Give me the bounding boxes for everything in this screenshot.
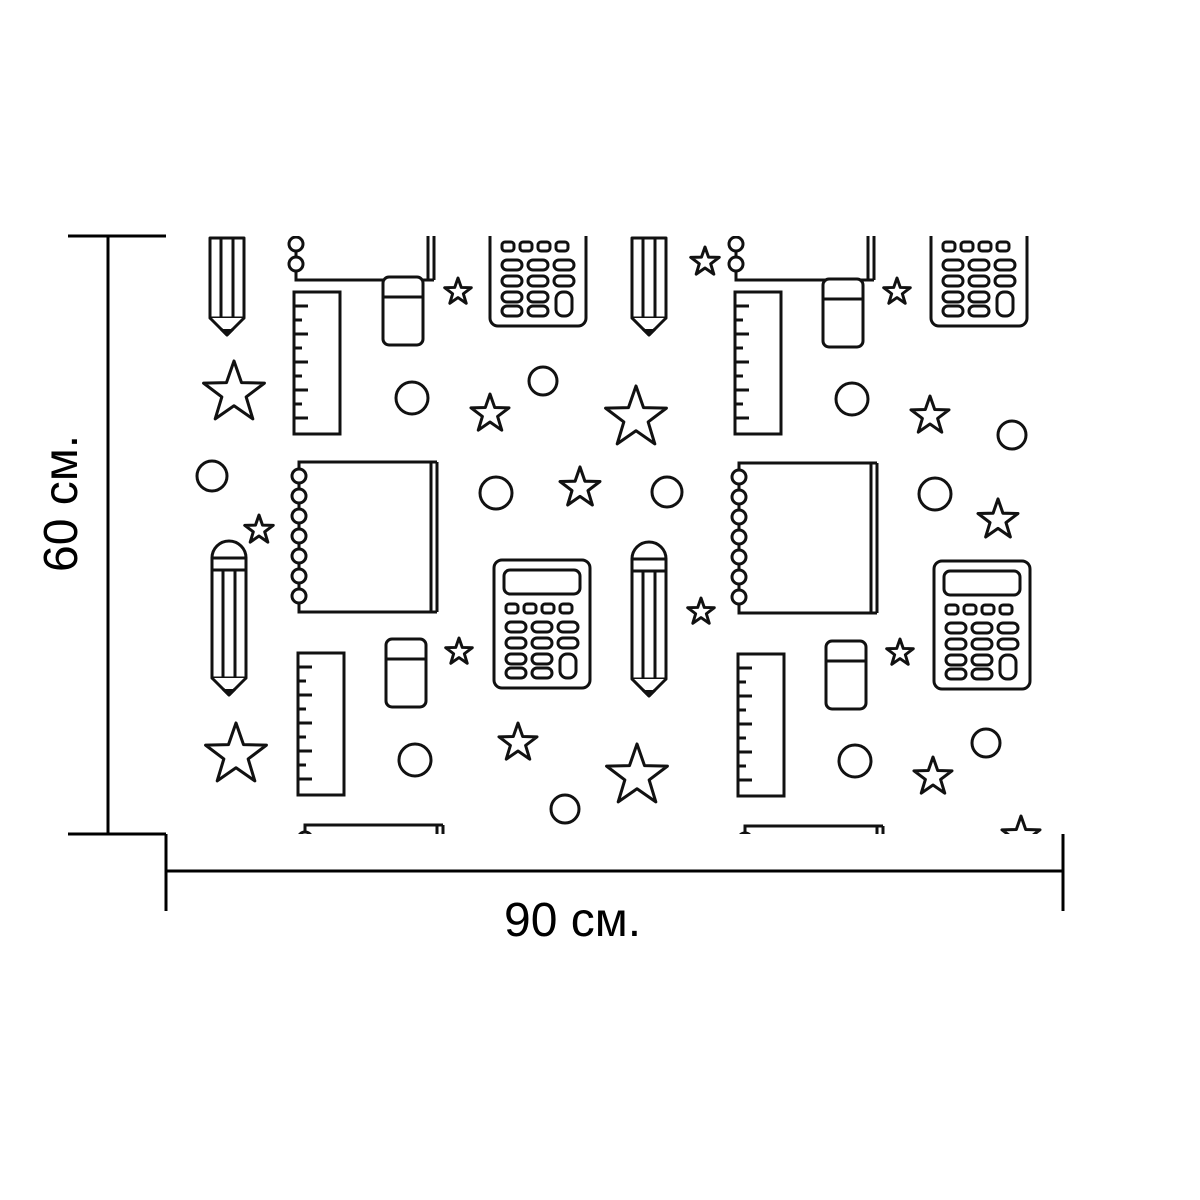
- eraser-icon: [381, 275, 425, 347]
- circle-icon: [996, 419, 1028, 451]
- circle-icon: [837, 743, 873, 779]
- height-dimension-line: [68, 234, 166, 836]
- eraser-icon: [384, 637, 428, 709]
- width-dimension-line: [164, 834, 1065, 911]
- notebook-icon: [296, 823, 445, 834]
- circle-icon: [397, 742, 433, 778]
- ruler-icon: [296, 651, 346, 797]
- notebook-icon: [287, 236, 436, 282]
- circle-icon: [478, 475, 514, 511]
- ruler-icon: [292, 290, 342, 436]
- circle-icon: [394, 380, 430, 416]
- pattern-tile: [630, 236, 1042, 834]
- calculator-icon: [929, 236, 1029, 328]
- circle-icon: [970, 727, 1002, 759]
- pattern-tile: [195, 236, 721, 834]
- notebook-icon: [736, 824, 885, 834]
- circle-icon: [549, 793, 581, 825]
- width-label: 90 см.: [504, 894, 642, 947]
- pencil-icon: [630, 236, 668, 337]
- eraser-icon: [824, 639, 868, 711]
- notebook-icon: [727, 236, 876, 282]
- eraser-icon: [821, 277, 865, 349]
- circle-icon: [917, 476, 953, 512]
- fabric-pattern: [166, 236, 1063, 834]
- ruler-icon: [733, 290, 783, 436]
- circle-icon: [195, 459, 229, 493]
- notebook-icon: [730, 461, 879, 615]
- notebook-icon: [290, 460, 439, 614]
- height-label: 60 см.: [35, 434, 88, 572]
- pencil-icon: [210, 539, 248, 697]
- calculator-icon: [932, 559, 1032, 691]
- calculator-icon: [492, 558, 592, 690]
- circle-icon: [650, 475, 684, 509]
- pencil-icon: [630, 540, 668, 698]
- ruler-icon: [736, 652, 786, 798]
- calculator-icon: [488, 236, 588, 328]
- circle-icon: [527, 365, 559, 397]
- circle-icon: [834, 381, 870, 417]
- pencil-icon: [208, 236, 246, 337]
